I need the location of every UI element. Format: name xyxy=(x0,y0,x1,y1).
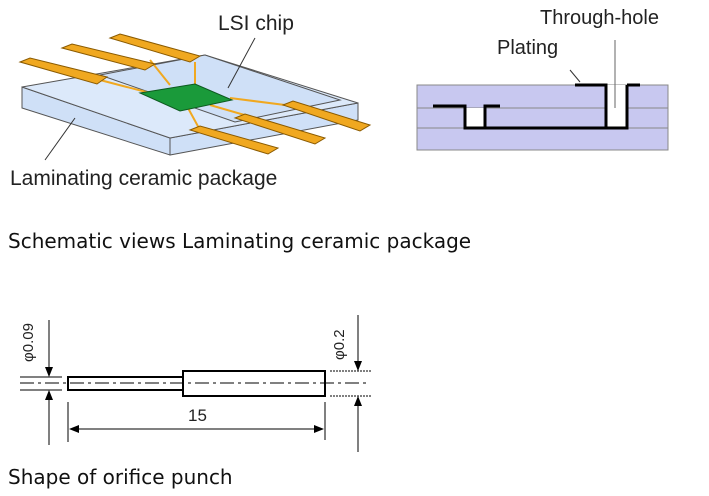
lsi-chip-label: LSI chip xyxy=(218,12,294,35)
large-diameter-label: φ0.2 xyxy=(331,329,348,360)
through-hole-label: Through-hole xyxy=(540,7,659,29)
package-label: Laminating ceramic package xyxy=(10,167,277,190)
length-label: 15 xyxy=(188,406,207,425)
ceramic-package-illustration: LSI chip Laminating ceramic package xyxy=(10,12,372,190)
leads xyxy=(18,33,372,155)
orifice-punch-drawing xyxy=(20,315,372,452)
lsi-chip xyxy=(138,83,234,112)
package-caption: Schematic views Laminating ceramic packa… xyxy=(8,229,472,253)
small-diameter-label: φ0.09 xyxy=(20,323,37,362)
plating-label: Plating xyxy=(497,37,558,59)
cross-section-illustration: Through-hole Plating xyxy=(416,7,669,151)
punch-caption: Shape of orifice punch xyxy=(8,465,233,489)
